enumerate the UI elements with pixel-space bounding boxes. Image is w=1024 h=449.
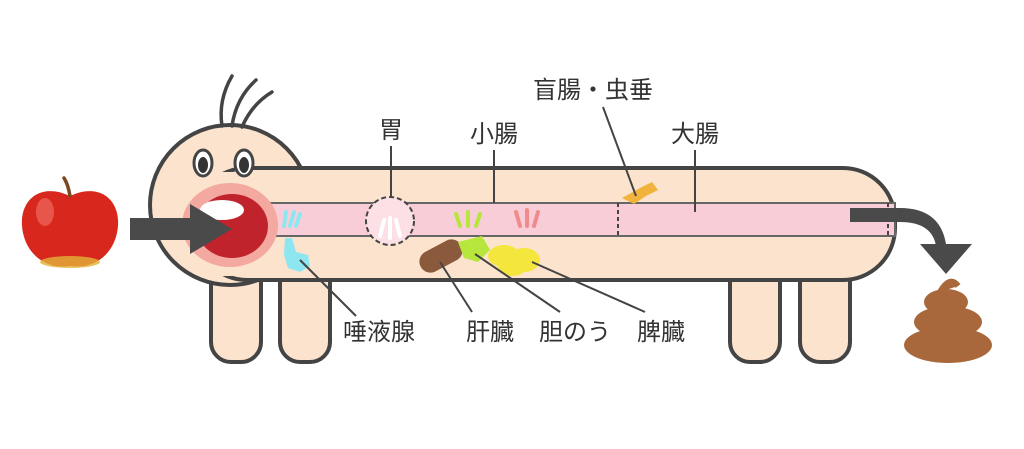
label-pancreas: 脾臓 <box>637 318 685 346</box>
pancreas <box>488 208 540 276</box>
hair <box>219 74 274 129</box>
leader-lines <box>299 106 696 317</box>
labels: 胃 小腸 盲腸・虫垂 大腸 唾液腺 肝臓 胆のう 脾臓 <box>343 76 719 346</box>
label-large-intestine: 大腸 <box>671 120 719 148</box>
gallbladder <box>454 210 490 262</box>
apple-icon <box>21 176 119 268</box>
label-stomach: 胃 <box>379 116 403 144</box>
mouth <box>182 183 278 267</box>
label-gallbladder: 胆のう <box>539 318 611 346</box>
label-salivary-gland: 唾液腺 <box>343 318 415 346</box>
arrow-right-icon <box>130 204 232 254</box>
arrow-down-curve-icon <box>850 208 972 274</box>
feces-icon <box>904 278 992 363</box>
label-small-intestine: 小腸 <box>470 120 518 148</box>
digestive-tract <box>239 202 896 237</box>
cecum <box>622 182 658 204</box>
tract-tube <box>239 202 896 237</box>
eyes <box>192 148 255 178</box>
liver <box>419 239 463 273</box>
stomach <box>365 196 415 246</box>
label-liver: 肝臓 <box>466 318 514 346</box>
label-cecum-appendix: 盲腸・虫垂 <box>533 76 653 104</box>
